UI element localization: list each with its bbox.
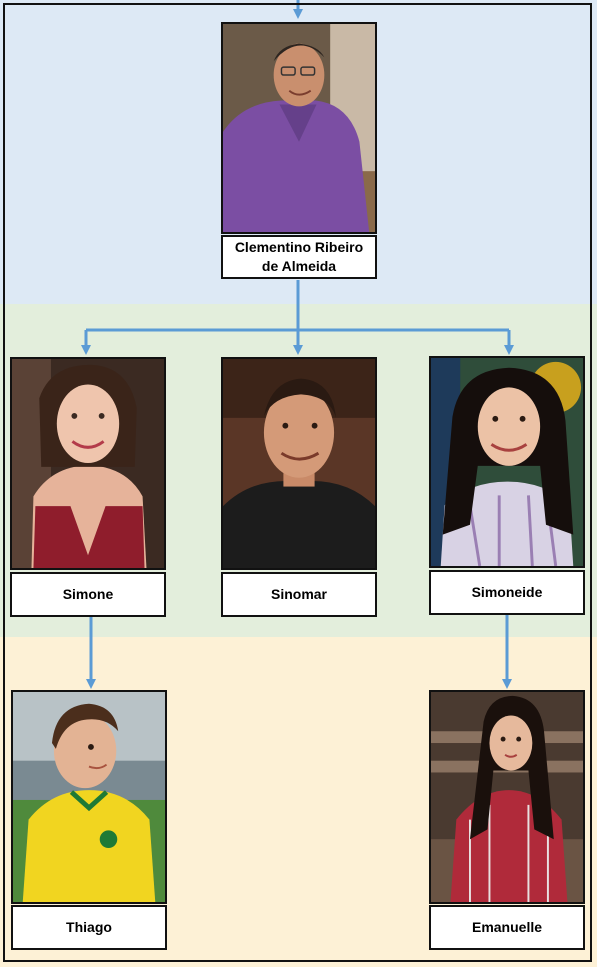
name-clementino-line-2: de Almeida (261, 258, 337, 274)
name-simoneide: Simoneide (429, 570, 585, 615)
photo-simoneide (429, 356, 585, 568)
name-thiago: Thiago (11, 905, 167, 950)
name-simone: Simone (10, 572, 166, 617)
name-emanuelle-text: Emanuelle (471, 919, 543, 935)
photo-thiago (11, 690, 167, 904)
name-emanuelle: Emanuelle (429, 905, 585, 950)
photo-simone (10, 357, 166, 570)
name-sinomar-text: Sinomar (270, 586, 327, 602)
name-thiago-text: Thiago (66, 919, 112, 935)
name-simoneide-text: Simoneide (471, 584, 543, 600)
photo-sinomar (221, 357, 377, 570)
name-simone-text: Simone (62, 586, 114, 602)
photo-clementino (221, 22, 377, 234)
name-sinomar: Sinomar (221, 572, 377, 617)
name-clementino: Clementino Ribeiro de Almeida (221, 235, 377, 279)
name-clementino-line-1: Clementino Ribeiro (234, 239, 364, 255)
photo-emanuelle (429, 690, 585, 904)
